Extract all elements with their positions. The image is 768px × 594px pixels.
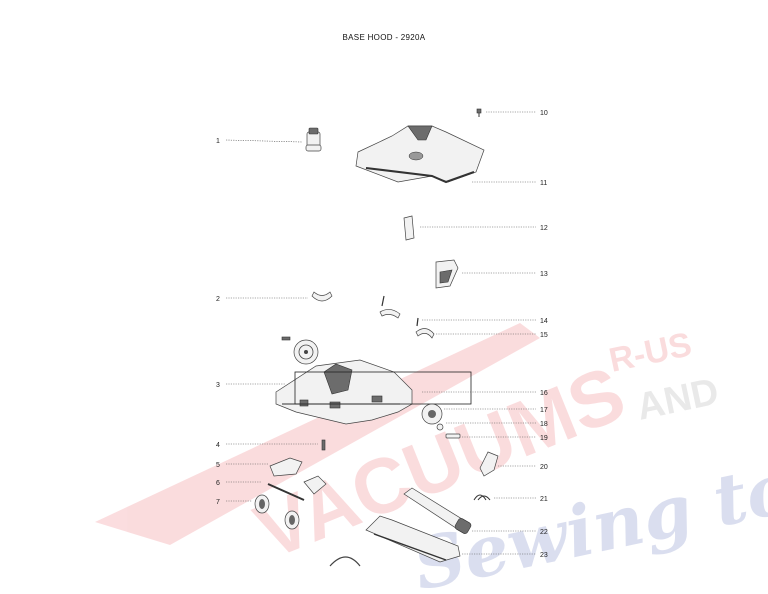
- callout-10: 10: [540, 110, 548, 117]
- part-1-knob: [305, 127, 322, 152]
- callout-16: 16: [540, 390, 548, 397]
- part-21-clip: [473, 494, 491, 501]
- part-6-shaft: [267, 483, 305, 501]
- part-20-pedal: [479, 451, 499, 477]
- callout-6: 6: [216, 480, 220, 487]
- part-2-clip: [311, 291, 333, 302]
- part-19-axle: [445, 433, 461, 439]
- part-4-pin: [321, 439, 326, 451]
- part-partial-bottom: [329, 556, 361, 567]
- part-23-bumper: [365, 515, 461, 563]
- callout-2: 2: [216, 296, 220, 303]
- part-16-highlight-box: [294, 371, 472, 405]
- callout-21: 21: [540, 496, 548, 503]
- callout-23: 23: [540, 552, 548, 559]
- callout-20: 20: [540, 464, 548, 471]
- callout-numbers: 1 2 3 4 5 6 7 10 11 12 13 14 15 16 17 18…: [216, 110, 548, 559]
- callout-13: 13: [540, 271, 548, 278]
- part-17-wheel: [421, 403, 443, 425]
- callout-17: 17: [540, 407, 548, 414]
- callout-22: 22: [540, 529, 548, 536]
- watermark-swoosh: [95, 323, 540, 545]
- part-18-washer: [436, 423, 444, 431]
- callout-11: 11: [540, 180, 547, 187]
- callout-5: 5: [216, 462, 220, 469]
- leader-lines: [225, 111, 536, 555]
- diagram-title: BASE HOOD - 2920A: [342, 33, 426, 42]
- part-10-screw: [476, 108, 482, 117]
- callout-18: 18: [540, 421, 548, 428]
- callout-14: 14: [540, 318, 548, 325]
- callout-4: 4: [216, 442, 220, 449]
- callout-3: 3: [216, 382, 220, 389]
- part-15-clip: [415, 317, 435, 339]
- callout-19: 19: [540, 435, 548, 442]
- part-3-base: [275, 359, 413, 425]
- part-5-bracket: [269, 457, 327, 495]
- watermark-logo: VACUUMS R-US AND Sewing too: [95, 323, 768, 594]
- part-brush-wheel: [281, 336, 319, 365]
- part-13-cover: [435, 259, 459, 289]
- callout-15: 15: [540, 332, 548, 339]
- part-7-wheels: [254, 494, 300, 530]
- part-12-latch: [403, 215, 415, 241]
- watermark-suffix-1: R-US: [606, 325, 695, 379]
- part-14-clip: [379, 295, 401, 319]
- part-11-base-hood: [355, 125, 485, 184]
- callout-12: 12: [540, 225, 548, 232]
- watermark-suffix-2: AND: [633, 371, 722, 429]
- callout-1: 1: [216, 138, 220, 145]
- callout-7: 7: [216, 499, 220, 506]
- part-22-brushroll: [403, 487, 472, 534]
